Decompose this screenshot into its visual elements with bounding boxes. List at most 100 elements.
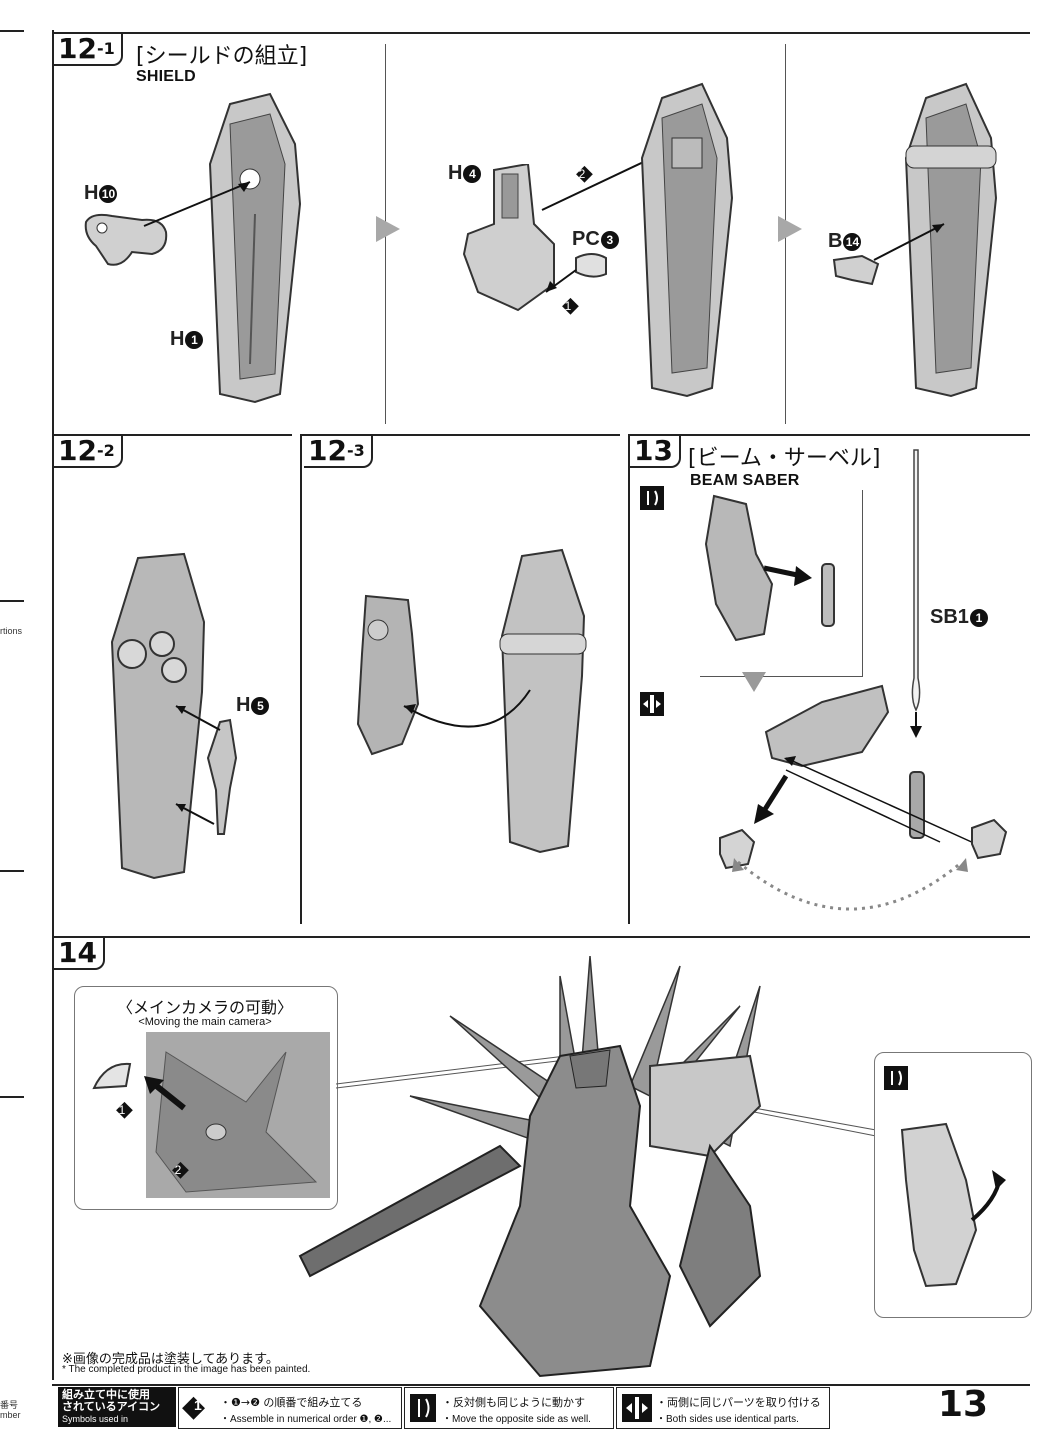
step-number-12-3: 12-3: [304, 436, 373, 468]
step-number-12-2: 12-2: [54, 436, 123, 468]
legend-mirror-box: [404, 1387, 614, 1429]
arrow-right-triangle-icon: [778, 216, 802, 242]
assembly-arrow: [763, 565, 812, 586]
part-number-circle: 3: [600, 230, 619, 249]
part-code: B: [828, 230, 843, 252]
step-title-ja: [ビーム・サーベル]: [688, 446, 881, 471]
order-mark-2: ◆2: [172, 1156, 189, 1182]
part-number-circle: 14: [843, 232, 862, 251]
step-number-sub: -3: [346, 441, 365, 460]
step-title-en: SHIELD: [136, 68, 196, 85]
assembly-arrow: [403, 689, 531, 728]
part-code: SB1: [930, 606, 969, 628]
step-number-main: 13: [634, 434, 673, 467]
legend-mirror-en: ・Move the opposite side as well.: [442, 1414, 591, 1425]
step-number-main: 14: [58, 936, 97, 969]
step-title-ja: [シールドの組立]: [136, 44, 308, 69]
section-rule: [52, 936, 1030, 938]
part-code: H: [84, 182, 99, 204]
hand-part: [704, 494, 774, 642]
part-code: H: [170, 328, 185, 350]
assembly-arrow: [175, 705, 221, 825]
arrow-right-triangle-icon: [376, 216, 400, 242]
shield-part-assembled: [904, 82, 998, 398]
page-border-left: [52, 30, 54, 1380]
left-edge-rule: [0, 600, 24, 602]
note-en: * The completed product in the image has…: [62, 1364, 311, 1375]
camera-cover-part: [92, 1062, 132, 1090]
callout-leader-line: [753, 1107, 877, 1137]
section-divider: [628, 434, 630, 924]
callout-title-ja: 〈メインカメラの可動〉: [116, 998, 293, 1017]
down-triangle-icon: [742, 672, 766, 692]
mirror-move-icon: [410, 1394, 436, 1422]
step-number-main: 12: [58, 434, 97, 467]
order-mark-number: 1: [118, 1103, 126, 1118]
mirror-move-icon: [884, 1066, 908, 1090]
step-number-sub: -2: [96, 441, 115, 460]
step-number-main: 12: [58, 32, 97, 65]
order-mark-number: 1: [564, 299, 572, 314]
order-mark-2: ◆2: [576, 160, 593, 186]
legend-title-en: Symbols used in instructions: [62, 1414, 129, 1436]
saber-hilt-part: [821, 563, 835, 627]
both-sides-icon: [622, 1394, 652, 1422]
assembly-arrow: [143, 181, 251, 227]
both-sides-icon: [640, 692, 664, 716]
assembly-arrow: [784, 756, 977, 845]
legend-title-ja-2: されているアイコン: [62, 1401, 161, 1413]
footer-rule: [52, 1384, 1030, 1386]
saber-blade-part-sb1: [910, 449, 922, 738]
completed-model-image: [298, 955, 762, 1378]
part-h10: [84, 213, 168, 266]
left-edge-text: 番号: [0, 1400, 19, 1410]
section-rule: [630, 434, 1030, 436]
section-rule: [52, 434, 292, 436]
left-edge-text: rtions: [0, 626, 23, 636]
left-edge-rule: [0, 870, 24, 872]
saber-hilt-part: [909, 771, 925, 839]
part-number-circle: 10: [99, 184, 118, 203]
mirror-move-icon: [640, 486, 664, 510]
legend-both-ja: ・両側に同じパーツを取り付ける: [656, 1396, 821, 1409]
left-edge-text: mber: [0, 1410, 21, 1420]
part-code: H: [236, 694, 251, 716]
callout-leader-line: [336, 1053, 583, 1089]
part-h5: [206, 718, 238, 835]
shield-part-front: [110, 552, 206, 880]
part-number-circle: 5: [251, 696, 270, 715]
legend-order-en: ・Assemble in numerical order ❶, ❷...: [220, 1414, 392, 1425]
head-closeup-image: [146, 1032, 330, 1198]
shield-part-assembled: [640, 82, 734, 398]
legend-title-ja-1: 組み立て中に使用: [62, 1389, 150, 1401]
shield-part-rear: [499, 548, 587, 854]
part-number-circle: 1: [969, 608, 988, 627]
assembly-arrow: [754, 774, 789, 824]
shield-part-h1: [208, 92, 302, 404]
order-mark-number: 2: [578, 167, 586, 182]
part-h4: [462, 164, 555, 312]
sub-frame: [700, 490, 863, 677]
saber-clip-part: [719, 828, 756, 870]
step-number-main: 12: [308, 434, 347, 467]
section-rule: [302, 434, 620, 436]
callout-title-en: <Moving the main camera>: [138, 1016, 272, 1028]
part-b14: [832, 254, 880, 286]
order-mark-number: 2: [174, 1163, 182, 1178]
order-mark-1: ◆1: [116, 1096, 133, 1122]
part-code: H: [448, 162, 463, 184]
part-code: PC: [572, 228, 600, 250]
section-rule: [52, 32, 1030, 34]
legend-order-ja: ・❶→❷ の順番で組み立てる: [220, 1396, 363, 1409]
dotted-swap-arrow: [732, 858, 968, 911]
assembly-arrow: [873, 223, 945, 261]
saber-clip-part: [971, 818, 1008, 860]
part-number-circle: 1: [185, 330, 204, 349]
step-number-14: 14: [54, 938, 105, 970]
